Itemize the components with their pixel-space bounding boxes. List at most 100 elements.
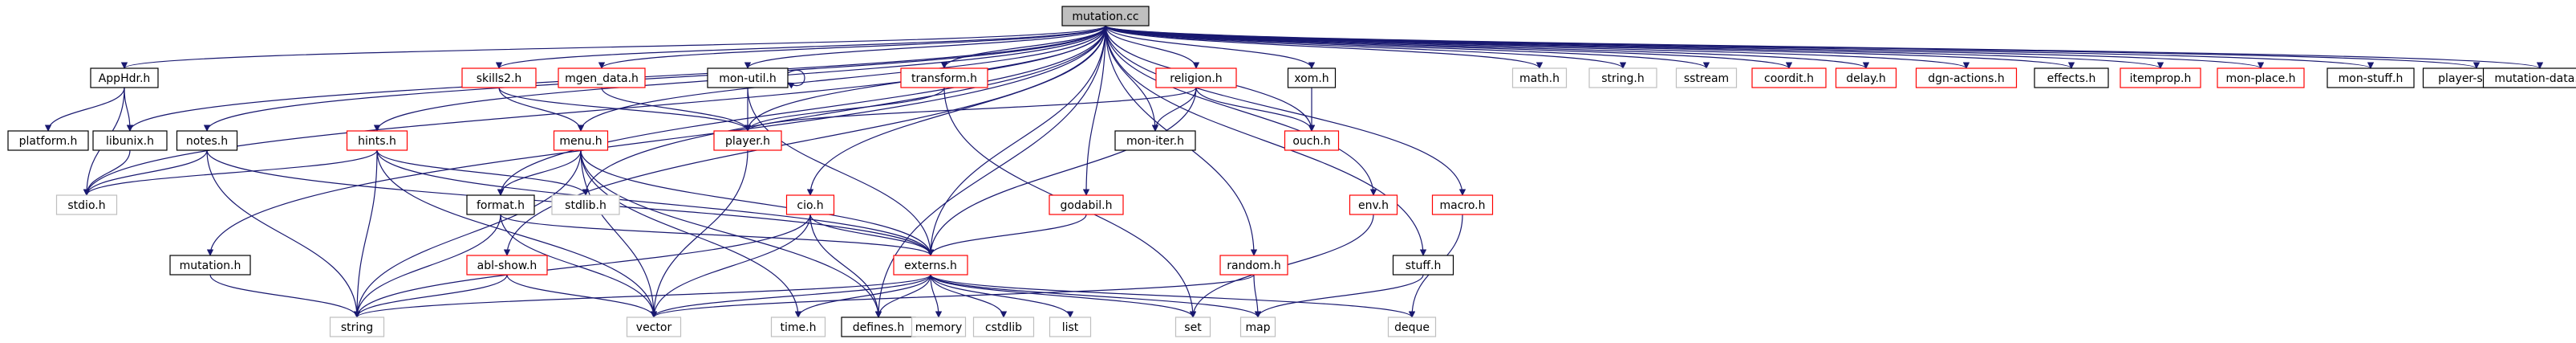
node-label: map xyxy=(1245,321,1270,334)
node-box xyxy=(1431,194,1494,215)
node-box xyxy=(1392,255,1454,276)
include-edge-random-to-vector xyxy=(651,274,1255,318)
node-format[interactable]: format.h xyxy=(466,194,535,215)
include-edge-externs-to-vector xyxy=(650,274,931,318)
include-edge-menu-to-externs xyxy=(580,149,935,256)
node-mutation-cc[interactable]: mutation.cc xyxy=(1061,6,1150,27)
node-effects[interactable]: effects.h xyxy=(2034,67,2109,88)
node-box xyxy=(1349,194,1398,215)
node-box xyxy=(1284,130,1340,151)
include-edge-religion-to-externs xyxy=(927,87,1197,256)
include-edge-mutation_cc-to-itemprop xyxy=(1105,25,2164,69)
node-label: mgen_data.h xyxy=(565,72,639,85)
node-label: itemprop.h xyxy=(2130,72,2192,85)
node-box xyxy=(2482,67,2576,88)
include-edge-mutation_cc-to-effects xyxy=(1105,25,2075,69)
include-edge-mutation_cc-to-abl_show xyxy=(503,25,1106,256)
node-mon-iter[interactable]: mon-iter.h xyxy=(1114,130,1196,151)
node-memory: memory xyxy=(911,316,967,337)
include-edge-cio-to-vector xyxy=(650,214,811,318)
node-box xyxy=(900,67,988,88)
node-box xyxy=(707,67,789,88)
node-sstream: sstream xyxy=(1675,67,1738,88)
include-edge-externs-to-set xyxy=(930,274,1197,318)
node-box xyxy=(176,130,238,151)
node-label: sstream xyxy=(1684,72,1729,85)
node-mutation-data[interactable]: mutation-data.h xyxy=(2482,67,2576,88)
node-notes[interactable]: notes.h xyxy=(176,130,238,151)
node-label: ouch.h xyxy=(1292,135,1330,148)
node-label: list xyxy=(1062,321,1079,334)
include-edge-menu-to-vector xyxy=(580,149,658,318)
include-edge-menu-to-format xyxy=(497,149,582,196)
include-edge-externs-to-map xyxy=(930,274,1262,318)
node-box xyxy=(1219,255,1288,276)
node-transform: transform.h xyxy=(900,67,988,88)
node-label: stdlib.h xyxy=(565,199,606,212)
node-mutation-h[interactable]: mutation.h xyxy=(169,255,251,276)
node-skills2: skills2.h xyxy=(461,67,537,88)
node-box xyxy=(92,130,168,151)
node-box xyxy=(2217,67,2305,88)
include-edge-mutation_cc-to-stuff xyxy=(1105,25,1427,256)
node-mon-util[interactable]: mon-util.h xyxy=(707,67,789,88)
node-stuff[interactable]: stuff.h xyxy=(1392,255,1454,276)
node-box xyxy=(1049,194,1124,215)
include-edge-externs-to-memory xyxy=(930,274,943,318)
node-box xyxy=(90,67,159,88)
include-edge-AppHdr-to-platform xyxy=(44,87,125,132)
node-label: env.h xyxy=(1358,199,1389,212)
node-mon-stuff[interactable]: mon-stuff.h xyxy=(2327,67,2415,88)
include-edge-notes-to-string xyxy=(206,149,361,318)
include-edge-cio-to-externs xyxy=(809,214,935,256)
node-label: format.h xyxy=(477,199,525,212)
node-hints: hints.h xyxy=(346,130,408,151)
include-edge-religion-to-mon_iter xyxy=(1151,87,1197,132)
node-AppHdr[interactable]: AppHdr.h xyxy=(90,67,159,88)
node-box xyxy=(1239,316,1276,337)
node-label: cstdlib xyxy=(985,321,1022,334)
node-box xyxy=(466,255,548,276)
node-box xyxy=(1287,67,1337,88)
include-edge-mutation_cc-to-mon_util xyxy=(744,25,1106,69)
include-edge-format-to-externs xyxy=(500,214,935,256)
node-label: mon-stuff.h xyxy=(2339,72,2404,85)
include-edge-notes-to-stdio xyxy=(83,149,208,196)
node-deque: deque xyxy=(1387,316,1437,337)
node-box xyxy=(1751,67,1827,88)
include-edge-hints-to-stdlib xyxy=(376,149,590,196)
node-xom[interactable]: xom.h xyxy=(1287,67,1337,88)
include-edge-abl_show-to-vector xyxy=(506,274,658,318)
node-label: platform.h xyxy=(19,135,78,148)
node-box xyxy=(1061,6,1150,27)
include-edge-mutation_cc-to-mon_stuff xyxy=(1105,25,2374,69)
node-label: AppHdr.h xyxy=(99,72,151,85)
node-box xyxy=(2034,67,2109,88)
node-platform[interactable]: platform.h xyxy=(7,130,89,151)
node-religion: religion.h xyxy=(1155,67,1237,88)
node-random: random.h xyxy=(1219,255,1288,276)
node-label: mutation-data.h xyxy=(2494,72,2576,85)
node-box xyxy=(770,316,826,337)
node-macro: macro.h xyxy=(1431,194,1494,215)
node-stdlib: stdlib.h xyxy=(551,194,620,215)
include-edge-hints-to-stdio xyxy=(83,149,378,196)
node-box xyxy=(2120,67,2201,88)
node-label: mutation.cc xyxy=(1072,10,1138,23)
node-libunix[interactable]: libunix.h xyxy=(92,130,168,151)
node-defines[interactable]: defines.h xyxy=(841,316,916,337)
include-edge-mutation_cc-to-mutation_data xyxy=(1105,25,2543,69)
node-stdio: stdio.h xyxy=(55,194,118,215)
include-edge-mutation_cc-to-mutation_h xyxy=(206,25,1106,256)
include-edge-mutation_cc-to-delay xyxy=(1105,25,1869,69)
include-edge-mutation_cc-to-godabil xyxy=(1082,25,1106,196)
include-edge-hints-to-vector xyxy=(376,149,658,318)
include-edge-mutation_cc-to-xom xyxy=(1105,25,1316,69)
node-label: vector xyxy=(636,321,672,334)
include-edge-player-to-vector xyxy=(650,149,748,318)
node-menu: menu.h xyxy=(553,130,609,151)
include-edge-mutation_cc-to-notes xyxy=(203,25,1106,132)
node-box xyxy=(466,194,535,215)
node-box xyxy=(1675,67,1738,88)
include-edge-format-to-string xyxy=(353,214,501,318)
